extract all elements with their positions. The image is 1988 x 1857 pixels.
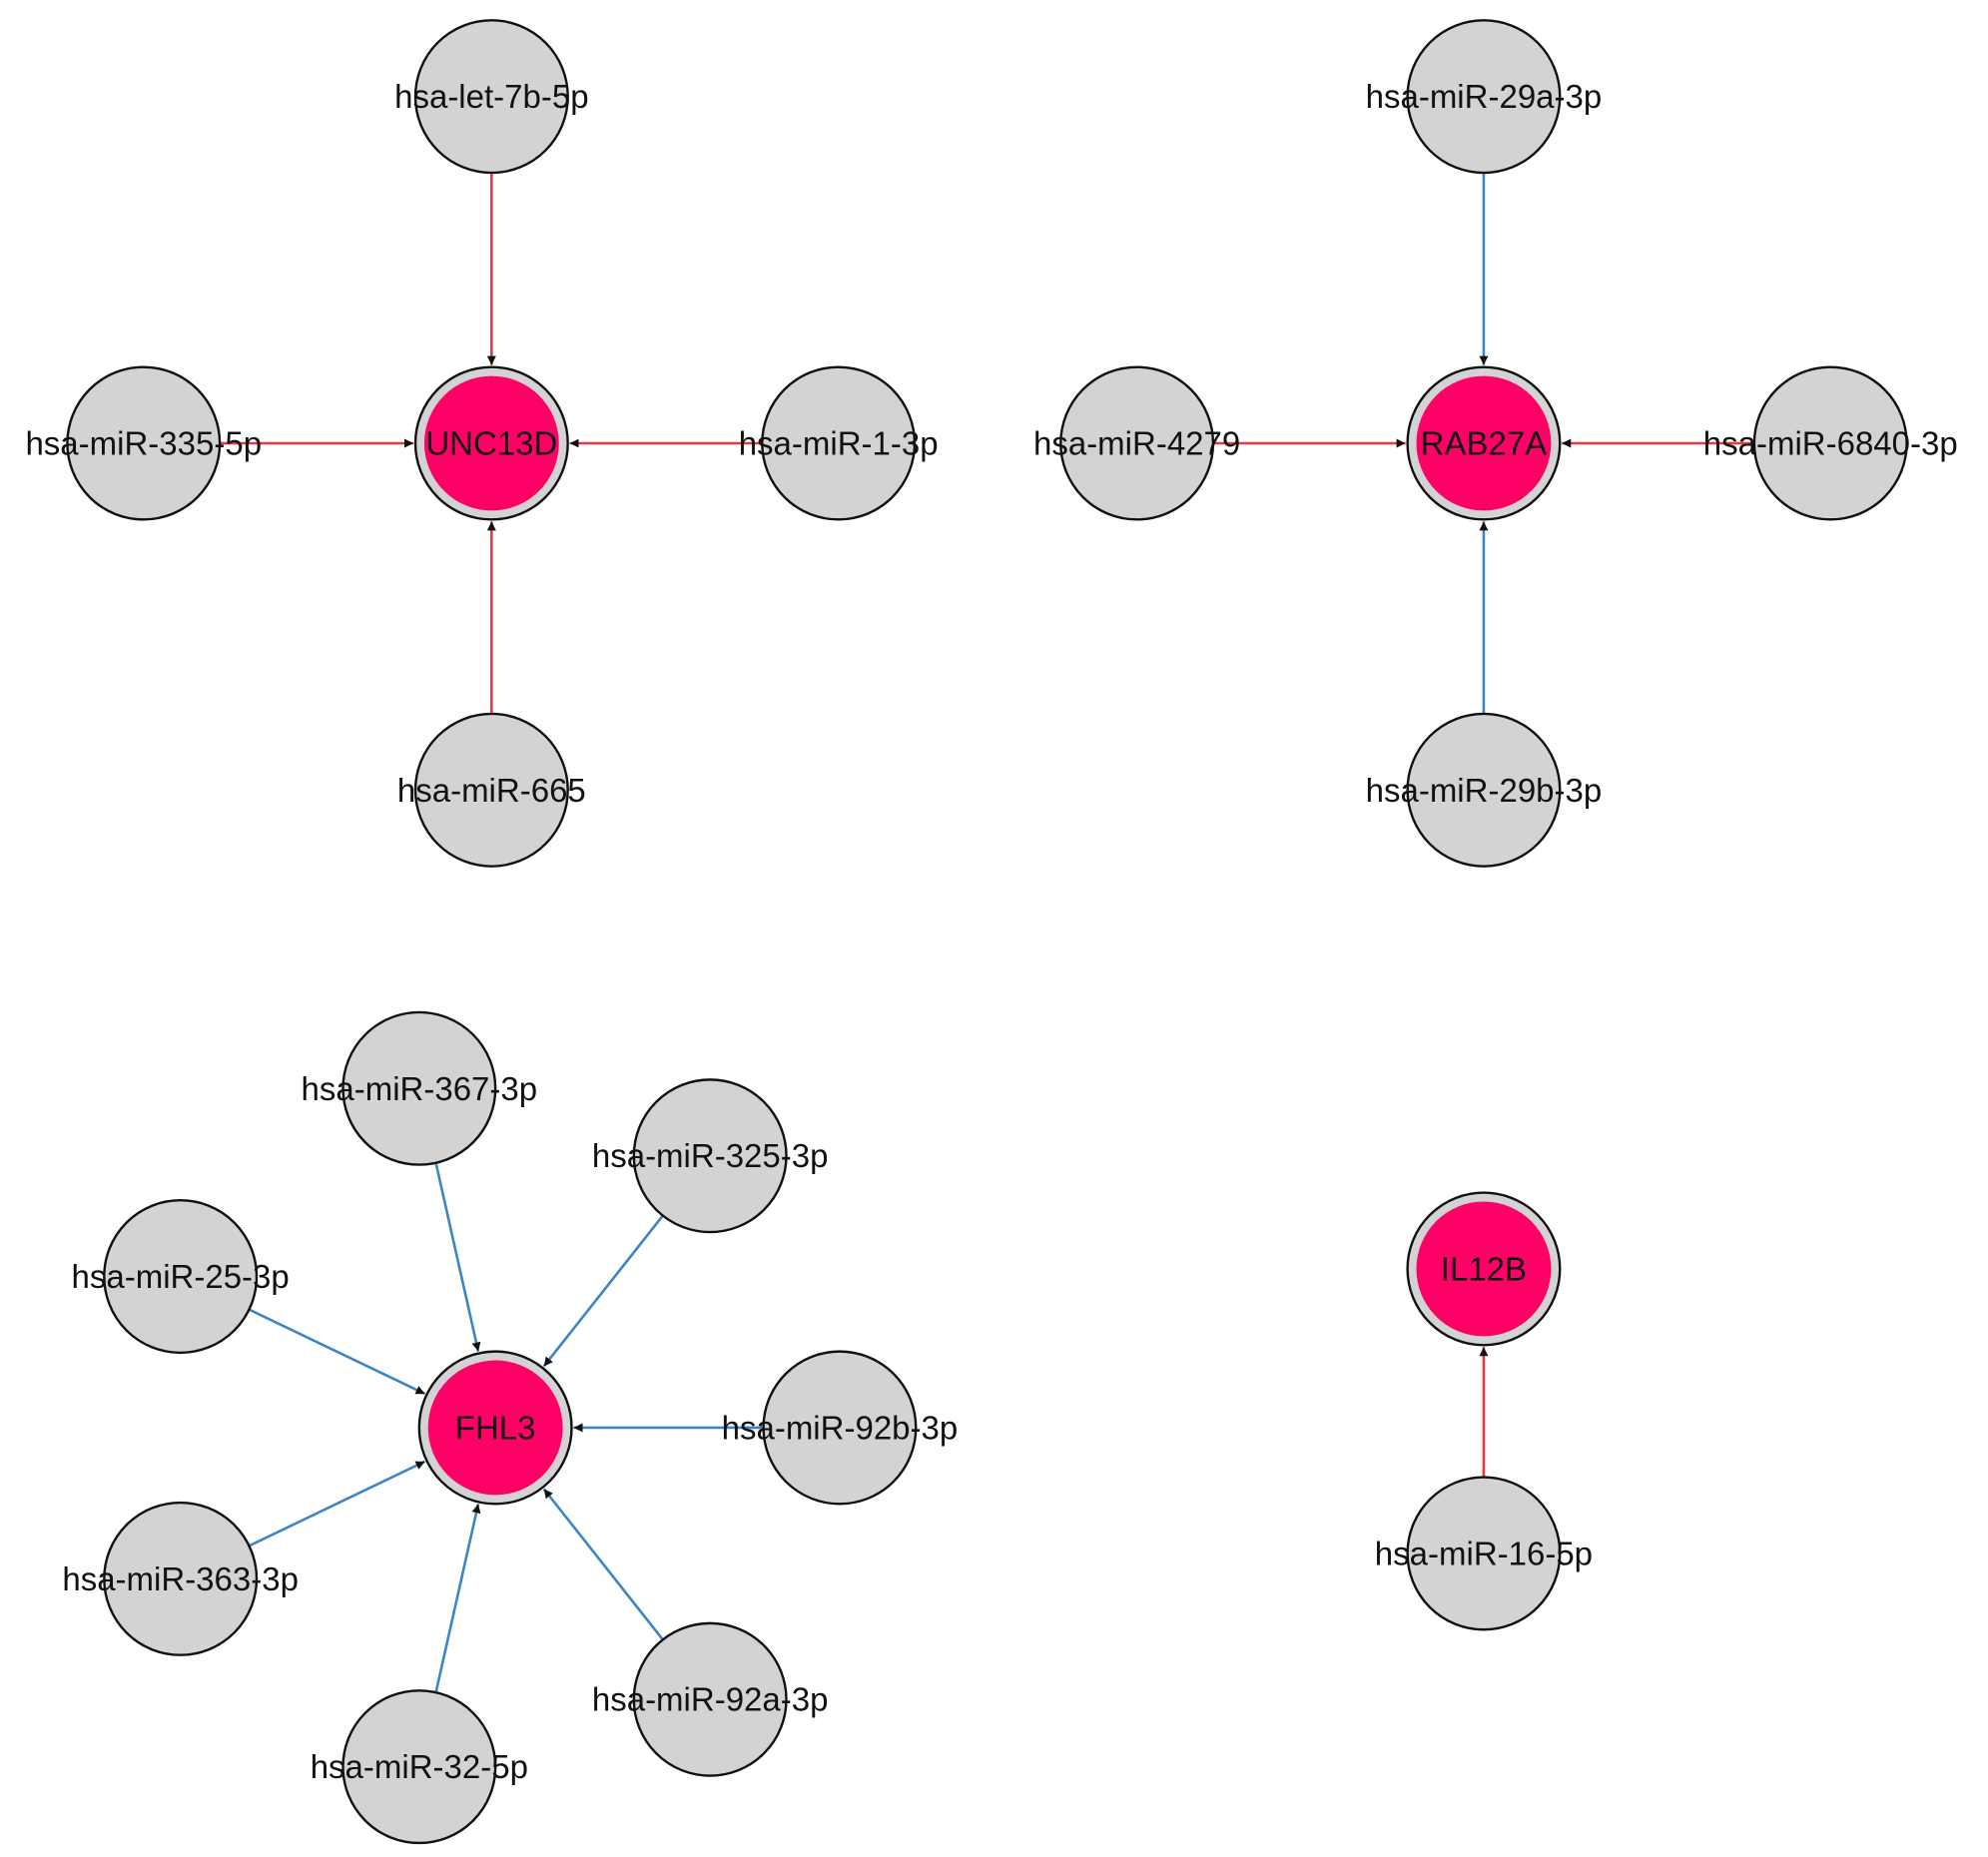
mirna-label: hsa-miR-92b-3p xyxy=(722,1409,959,1446)
mirna-circle xyxy=(341,1010,497,1166)
mirna-circle xyxy=(1752,365,1908,521)
edge-layer xyxy=(143,96,1831,1767)
gene-label: UNC13D xyxy=(425,424,557,461)
gene-inner-circle xyxy=(1416,1201,1552,1337)
mirna-node[interactable]: hsa-miR-367-3p xyxy=(302,1010,538,1166)
mirna-label: hsa-miR-1-3p xyxy=(739,424,939,461)
mirna-circle xyxy=(341,1689,497,1845)
mirna-circle xyxy=(632,1078,788,1234)
mirna-circle xyxy=(103,1501,259,1656)
mirna-label: hsa-miR-92a-3p xyxy=(592,1681,829,1718)
mirna-circle xyxy=(413,19,569,175)
mirna-node[interactable]: hsa-miR-92b-3p xyxy=(722,1350,959,1506)
gene-inner-circle xyxy=(423,375,559,511)
gene-node[interactable]: RAB27A xyxy=(1406,365,1562,521)
mirna-circle xyxy=(761,365,917,521)
mirna-node[interactable]: hsa-let-7b-5p xyxy=(394,19,589,175)
gene-inner-circle xyxy=(427,1360,563,1496)
mirna-circle xyxy=(762,1350,918,1506)
mirna-node[interactable]: hsa-miR-92a-3p xyxy=(592,1621,829,1777)
mirna-node[interactable]: hsa-miR-363-3p xyxy=(62,1501,299,1656)
mirna-label: hsa-miR-665 xyxy=(397,772,586,809)
gene-node[interactable]: IL12B xyxy=(1406,1191,1562,1347)
mirna-label: hsa-miR-29b-3p xyxy=(1366,772,1603,809)
mirna-circle xyxy=(103,1199,259,1355)
mirna-circle xyxy=(66,365,222,521)
mirna-label: hsa-miR-6840-3p xyxy=(1703,424,1958,461)
mirna-label: hsa-miR-16-5p xyxy=(1375,1535,1593,1571)
mirna-label: hsa-miR-335-5p xyxy=(25,424,262,461)
mirna-node[interactable]: hsa-miR-665 xyxy=(397,712,586,868)
mirna-label: hsa-miR-363-3p xyxy=(62,1560,299,1597)
mirna-circle xyxy=(1406,19,1562,175)
mirna-node[interactable]: hsa-miR-29a-3p xyxy=(1366,19,1603,175)
mirna-node[interactable]: hsa-miR-6840-3p xyxy=(1703,365,1958,521)
gene-node[interactable]: UNC13D xyxy=(413,365,569,521)
mirna-label: hsa-let-7b-5p xyxy=(394,78,588,115)
mirna-label: hsa-miR-367-3p xyxy=(302,1070,538,1107)
mirna-label: hsa-miR-29a-3p xyxy=(1366,78,1603,115)
mirna-node[interactable]: hsa-miR-1-3p xyxy=(739,365,939,521)
gene-label: RAB27A xyxy=(1421,424,1548,461)
mirna-circle xyxy=(632,1621,788,1777)
mirna-circle xyxy=(413,712,569,868)
mirna-node[interactable]: hsa-miR-4279 xyxy=(1033,365,1240,521)
mirna-label: hsa-miR-25-3p xyxy=(72,1258,290,1295)
mirna-node[interactable]: hsa-miR-335-5p xyxy=(25,365,262,521)
node-layer: hsa-let-7b-5p hsa-miR-335-5p hsa-miR-1-3p h… xyxy=(25,19,1958,1845)
mirna-circle xyxy=(1406,1476,1562,1631)
mirna-node[interactable]: hsa-miR-16-5p xyxy=(1375,1476,1593,1631)
gene-inner-circle xyxy=(1416,375,1552,511)
mirna-circle xyxy=(1059,365,1215,521)
mirna-node[interactable]: hsa-miR-29b-3p xyxy=(1366,712,1603,868)
gene-label: FHL3 xyxy=(455,1409,536,1446)
gene-label: IL12B xyxy=(1441,1250,1527,1287)
gene-node[interactable]: FHL3 xyxy=(417,1350,573,1506)
mirna-node[interactable]: hsa-miR-325-3p xyxy=(592,1078,829,1234)
mirna-label: hsa-miR-32-5p xyxy=(311,1748,528,1785)
mirna-label: hsa-miR-4279 xyxy=(1033,424,1240,461)
mirna-label: hsa-miR-325-3p xyxy=(592,1137,829,1174)
mirna-node[interactable]: hsa-miR-25-3p xyxy=(72,1199,290,1355)
mirna-node[interactable]: hsa-miR-32-5p xyxy=(311,1689,528,1845)
mirna-circle xyxy=(1406,712,1562,868)
